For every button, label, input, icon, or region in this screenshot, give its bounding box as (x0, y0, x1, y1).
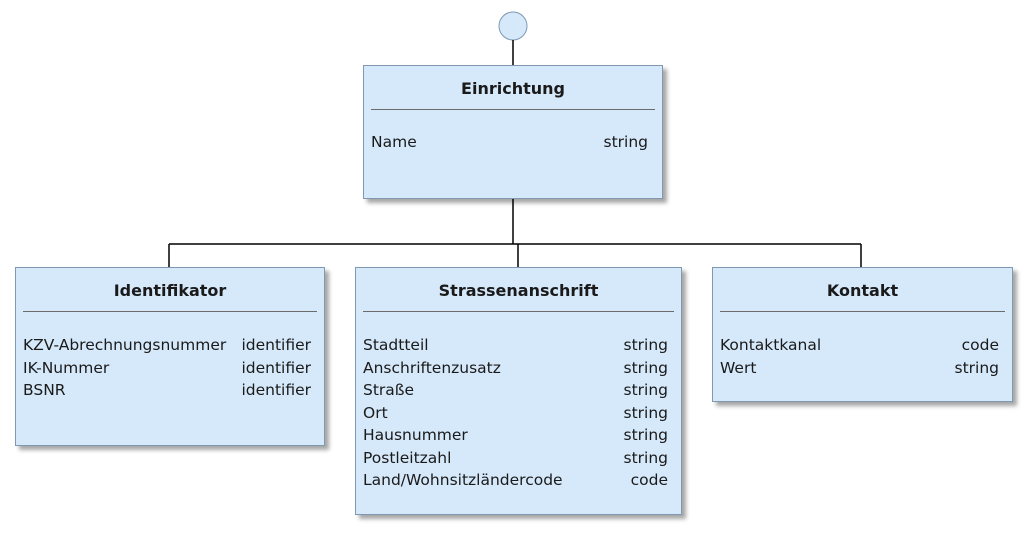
attribute-type: string (623, 358, 669, 377)
attribute-name: Hausnummer (363, 426, 468, 444)
attribute-name: Wert (720, 358, 757, 377)
start-node (498, 11, 528, 41)
attribute-list: Stadtteil string Anschriftenzusatz strin… (363, 334, 668, 492)
attribute-type: identifier (241, 336, 311, 354)
attribute-name: Kontaktkanal (720, 336, 822, 354)
attribute-list: Kontaktkanal code Wert string (720, 334, 999, 379)
attribute-row: Postleitzahl string (363, 447, 668, 470)
attribute-row: BSNR identifier (23, 379, 311, 402)
attribute-row: Hausnummer string (363, 424, 668, 447)
attribute-type: string (623, 336, 669, 354)
attribute-row: Name string (371, 131, 648, 154)
attribute-type: code (961, 336, 999, 354)
attribute-name: Land/Wohnsitzländercode (363, 471, 563, 489)
class-title: Kontakt (826, 281, 899, 300)
title-divider (720, 311, 1005, 312)
attribute-name: Straße (363, 381, 415, 399)
attribute-name: Postleitzahl (363, 448, 452, 467)
title-divider (363, 311, 674, 312)
attribute-row: Kontaktkanal code (720, 334, 999, 357)
attribute-row: IK-Nummer identifier (23, 357, 311, 380)
attribute-name: Stadtteil (363, 336, 429, 354)
attribute-row: Ort string (363, 402, 668, 425)
attribute-name: Anschriftenzusatz (363, 358, 501, 377)
class-box-kontakt: Kontakt Kontaktkanal code Wert string (712, 267, 1013, 402)
class-title: Identifikator (113, 281, 227, 300)
class-title: Einrichtung (461, 79, 565, 98)
attribute-row: Stadtteil string (363, 334, 668, 357)
attribute-type: identifier (241, 358, 311, 377)
attribute-row: Land/Wohnsitzländercode code (363, 469, 668, 492)
attribute-name: Ort (363, 403, 388, 422)
class-box-einrichtung: Einrichtung Name string (363, 65, 663, 199)
attribute-type: identifier (241, 381, 311, 399)
attribute-type: string (954, 358, 1000, 377)
class-box-identifikator: Identifikator KZV-Abrechnungsnummer iden… (15, 267, 325, 446)
class-box-strassenanschrift: Strassenanschrift Stadtteil string Ansch… (355, 267, 682, 515)
attribute-type: string (623, 403, 669, 422)
attribute-row: Anschriftenzusatz string (363, 357, 668, 380)
attribute-list: Name string (371, 131, 648, 154)
title-divider (371, 109, 655, 110)
attribute-name: IK-Nummer (23, 358, 110, 377)
attribute-row: Straße string (363, 379, 668, 402)
attribute-row: KZV-Abrechnungsnummer identifier (23, 334, 311, 357)
attribute-list: KZV-Abrechnungsnummer identifier IK-Numm… (23, 334, 311, 402)
attribute-row: Wert string (720, 357, 999, 380)
class-title: Strassenanschrift (438, 281, 599, 300)
attribute-type: string (623, 448, 669, 467)
attribute-type: string (623, 426, 669, 444)
attribute-name: BSNR (23, 381, 66, 399)
attribute-type: code (630, 471, 668, 489)
attribute-type: string (623, 381, 669, 399)
title-divider (23, 311, 317, 312)
attribute-type: string (603, 133, 649, 151)
attribute-name: KZV-Abrechnungsnummer (23, 336, 227, 354)
attribute-name: Name (371, 133, 417, 151)
